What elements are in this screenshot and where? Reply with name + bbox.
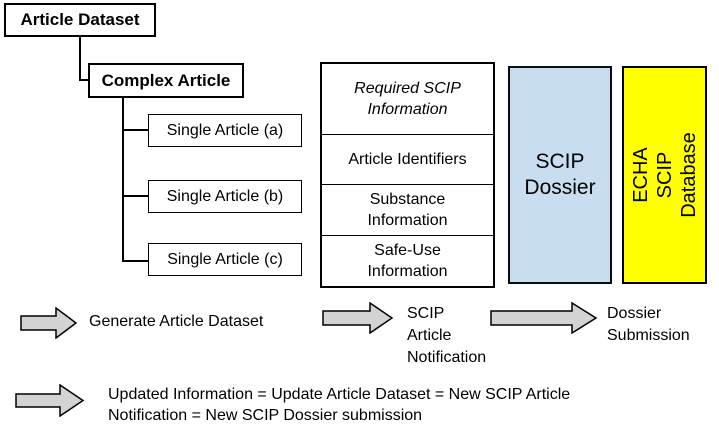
connector-branch-a [122,129,149,131]
echa-scip-database-label: ECHA SCIP Database [629,132,700,218]
connector-root-vertical [79,37,81,81]
step3-label: Dossier Submission [607,305,690,344]
arrow-icon-step1 [20,307,78,339]
required-scip-info-table: Required SCIP Information Article Identi… [320,62,495,288]
info-table-header: Required SCIP Information [354,79,461,118]
step2-label: SCIP Article Notification [407,305,487,366]
info-table-row-safe-use-information: Safe-Use Information [322,235,493,286]
single-article-a-box: Single Article (a) [148,114,302,147]
step1-label: Generate Article Dataset [89,313,264,330]
single-article-c-box: Single Article (c) [148,243,302,276]
info-table-row-article-identifiers: Article Identifiers [322,133,493,185]
article-dataset-box: Article Dataset [4,3,156,37]
scip-dossier-box: SCIP Dossier [508,66,612,284]
arrow-icon-step2 [322,302,394,334]
echa-scip-database-box: ECHA SCIP Database [622,66,707,284]
single-article-b-box: Single Article (b) [148,180,302,213]
arrow-icon-step3 [490,302,598,334]
connector-children-vertical [122,97,124,262]
connector-branch-c [122,260,149,262]
update-note-label: Updated Information = Update Article Dat… [108,386,571,424]
info-table-row-substance-information: Substance Information [322,184,493,235]
connector-branch-b [122,195,149,197]
complex-article-box: Complex Article [88,63,244,98]
connector-root-horizontal [79,79,89,81]
arrow-icon-update [15,384,85,417]
